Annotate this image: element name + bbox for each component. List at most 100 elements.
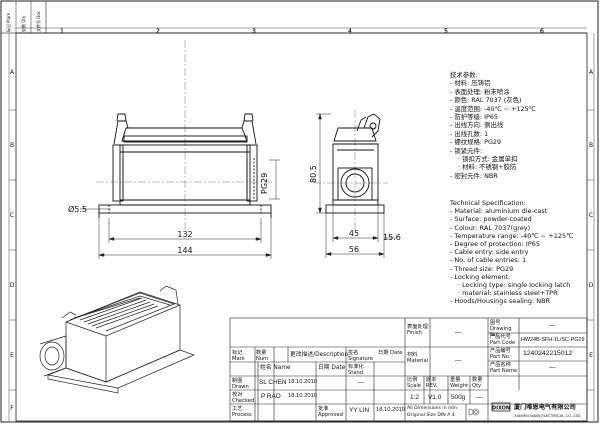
company-name-cn: 厦门唯恩电气有限公司 bbox=[514, 404, 576, 411]
approved-date: 18.10.2010 bbox=[376, 407, 406, 413]
note-cn: 技术参数: bbox=[450, 71, 478, 79]
note-cn: - 温度范围: -40℃ ~ +125℃ bbox=[450, 104, 536, 113]
note-cn: - 螺纹规格: PG29 bbox=[450, 138, 502, 147]
rev-label: 版本 REV. bbox=[426, 377, 438, 389]
note-en: · material: stainless steel+TPR bbox=[458, 289, 558, 298]
finish-label: 表面处理 Finish bbox=[407, 324, 428, 336]
note-cn: - 锁紧元件: bbox=[450, 146, 483, 155]
qty-value: — bbox=[476, 394, 483, 401]
note-cn: - 防护等级: IP65 bbox=[450, 112, 498, 121]
material-value: — bbox=[455, 357, 462, 364]
weight-label: 重量 Weight bbox=[450, 377, 469, 389]
note-en: - Temperature range: -40℃ ~ +125℃ bbox=[450, 231, 574, 240]
row-label-e: E bbox=[10, 352, 14, 359]
row-label-b: B bbox=[10, 142, 14, 149]
dim-15-6: 15.6 bbox=[383, 233, 401, 242]
finish-value: — bbox=[455, 329, 462, 336]
part-no-label: 产品编号 Part No. bbox=[490, 348, 511, 360]
scale-label: 比例 Scale bbox=[407, 377, 421, 389]
scale-value: 1:2 bbox=[410, 394, 419, 401]
note-en: - Colour: RAL 7037(grey) bbox=[450, 223, 531, 232]
column-label-5: 5 bbox=[444, 27, 448, 35]
note-cn: - 颜色: RAL 7037 (灰色) bbox=[450, 96, 522, 105]
column-label-2: 2 bbox=[156, 27, 160, 35]
note-cn: - 密封元件: NBR bbox=[450, 171, 498, 180]
checked-label: 校对 Checked bbox=[232, 392, 255, 404]
standard-value: — bbox=[358, 379, 365, 386]
drawn-date: 18.10.2010 bbox=[288, 379, 318, 385]
note-en: - No. of cable entries: 1 bbox=[450, 256, 527, 265]
material-label: 材料 Material bbox=[407, 352, 429, 364]
row-label-a: A bbox=[10, 69, 15, 76]
note-cn: - 表面处理: 粉末喷涂 bbox=[450, 87, 510, 96]
revision-stamp: 标记 Mark 处数 Qty 文件号 Doc bbox=[0, 0, 47, 34]
isometric-view bbox=[39, 285, 195, 394]
part-code-value: HW24B-SFH-1L/SC-PG29 bbox=[521, 337, 585, 343]
part-no-value: 1240242215012 bbox=[523, 350, 573, 357]
drawing-no-label: 图号 Drawing No. bbox=[490, 320, 512, 338]
row-label-d-right: D bbox=[589, 282, 594, 289]
dims-note-2: Original Size DIN A 4 bbox=[407, 413, 455, 418]
tb-desc-header: 更改描述/Description bbox=[290, 352, 349, 358]
note-cn: · 材料: 不锈钢+胶防 bbox=[458, 163, 517, 172]
checked-date: 18.10.2010 bbox=[288, 393, 318, 399]
company-logo bbox=[491, 402, 511, 412]
row-label-c-right: C bbox=[589, 212, 593, 219]
note-en: - Locking element: bbox=[450, 272, 511, 281]
company-name-en: XIAMEN WAIN ELECTRICAL CO.,LTD bbox=[514, 413, 581, 418]
stamp-mark: 标记 Mark bbox=[5, 12, 11, 32]
dims-note-1: All Dimensions in mm bbox=[407, 406, 458, 411]
rev-value: V1.0 bbox=[428, 394, 442, 401]
dim-height: 80.5 bbox=[309, 165, 318, 183]
note-cn: - 材料: 压铸铝 bbox=[450, 79, 491, 88]
approved-name: YY LIN bbox=[349, 407, 370, 414]
tb-qty-header: 数量 Num bbox=[256, 350, 269, 362]
column-label-4: 4 bbox=[348, 27, 352, 35]
tech-notes-cn: 技术参数: - 材料: 压铸铝 - 表面处理: 粉末喷涂 - 颜色: RAL 7… bbox=[450, 71, 598, 180]
row-label-f: F bbox=[10, 405, 14, 412]
part-name-value: — bbox=[549, 364, 556, 371]
qty-label: 数量 Qty bbox=[472, 377, 483, 389]
column-ticks bbox=[16, 27, 587, 33]
title-block bbox=[229, 317, 588, 422]
checked-name: P RAO bbox=[261, 393, 281, 400]
dim-132: 132 bbox=[177, 230, 192, 239]
note-cn: - 出线孔数: 1 bbox=[450, 129, 489, 138]
tb-std-label: 标准化 Stand bbox=[348, 364, 364, 376]
note-en: - Cable entry: side entry bbox=[450, 248, 529, 257]
dim-56: 56 bbox=[349, 245, 359, 254]
note-en: - Surface: powder-coated bbox=[450, 215, 532, 224]
column-label-3: 3 bbox=[252, 27, 256, 35]
column-label-1: 1 bbox=[60, 27, 64, 35]
row-ticks bbox=[8, 33, 595, 421]
weight-value: 500g bbox=[451, 394, 466, 401]
part-code-label: 产品代号 Part Code bbox=[490, 334, 516, 346]
part-name-label: 产品名称 Part Name bbox=[490, 362, 518, 374]
tb-date-header: 日期 Date bbox=[378, 350, 403, 356]
column-label-6: 6 bbox=[540, 27, 544, 35]
side-view bbox=[313, 110, 388, 232]
dim-144: 144 bbox=[177, 246, 192, 255]
process-label: 工艺 Process bbox=[232, 406, 252, 418]
row-label-e-right: E bbox=[589, 352, 593, 359]
tb-sign-header: 签名 Signature bbox=[348, 350, 374, 362]
stamp-qty: 处数 Qty bbox=[20, 15, 26, 32]
side-dimensions bbox=[316, 113, 396, 258]
dim-thread: PG29 bbox=[260, 173, 269, 194]
row-label-a-right: A bbox=[589, 69, 594, 76]
note-cn: · 锁扣方式: 金属单扣 bbox=[458, 154, 518, 163]
dim-hole: Ø5.5 bbox=[68, 204, 87, 214]
note-en: - Hoods/Housings sealing: NBR bbox=[450, 297, 551, 306]
drawing-no-value: — bbox=[549, 322, 556, 329]
note-en: - Material: aluminium die-cast bbox=[450, 207, 548, 216]
note-cn: - 出线方向: 侧出线 bbox=[450, 121, 504, 130]
row-label-d: D bbox=[10, 282, 15, 289]
approved-label: 批准 Approved bbox=[318, 406, 343, 418]
drawn-label: 制图 Drawn bbox=[232, 378, 249, 390]
projection-symbol bbox=[468, 408, 480, 416]
row-label-c: C bbox=[10, 212, 14, 219]
note-en: Technical Specification: bbox=[450, 199, 526, 207]
front-dimensions bbox=[80, 159, 280, 259]
